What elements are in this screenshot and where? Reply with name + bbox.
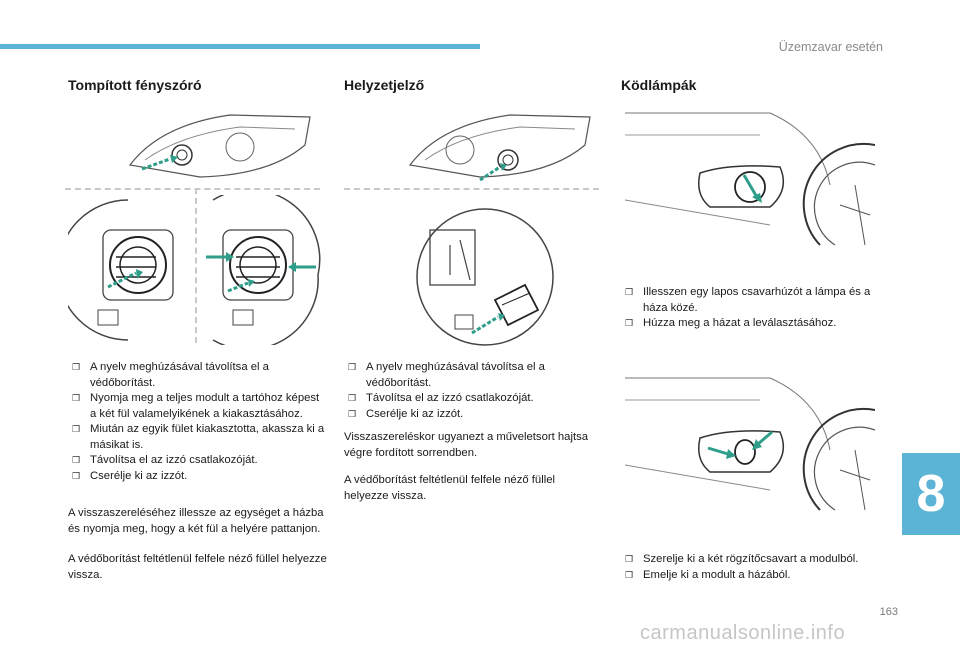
square-bullet-icon: ❒ <box>625 569 634 580</box>
divider <box>195 188 197 343</box>
reassembly-paragraph: Visszaszereléskor ugyanezt a műveletsort… <box>344 431 589 459</box>
square-bullet-icon: ❒ <box>72 424 81 434</box>
headlamp-illustration <box>128 114 311 178</box>
cover-paragraph: A védőborítást feltétlenül felfele néző … <box>68 553 327 581</box>
list-item: ❒Húzza meg a házat a leválasztásához. <box>621 316 881 332</box>
list-item: ❒A nyelv meghúzásával távolítsa el a véd… <box>348 361 545 389</box>
position-bulb-illustration <box>416 208 554 346</box>
divider <box>344 188 599 190</box>
page-number: 163 <box>879 606 898 618</box>
square-bullet-icon: ❒ <box>72 362 81 372</box>
square-bullet-icon: ❒ <box>72 455 81 465</box>
divider <box>65 188 320 190</box>
fog-lamp-steps-2: ❒Szerelje ki a két rögzítőcsavart a modu… <box>621 552 881 583</box>
list-item: ❒Nyomja meg a teljes modult a tartóhoz k… <box>72 392 320 420</box>
reassembly-paragraph: A visszaszereléséhez illessze az egysége… <box>68 507 324 535</box>
cover-paragraph: A védőborítást feltétlenül felfele néző … <box>344 474 556 502</box>
fog-lamp-illustration-2 <box>624 377 875 511</box>
fog-lamp-steps-1: ❒Illesszen egy lapos csavarhúzót a lámpa… <box>621 285 881 332</box>
list-item: ❒Emelje ki a modult a házából. <box>621 568 881 584</box>
list-item: ❒Miután az egyik fület kiakasztotta, aka… <box>72 423 325 451</box>
list-item: ❒Illesszen egy lapos csavarhúzót a lámpa… <box>625 286 871 314</box>
list-item: ❒Szerelje ki a két rögzítőcsavart a modu… <box>621 552 881 568</box>
accent-bar <box>0 44 480 49</box>
low-beam-steps: ❒A nyelv meghúzásával távolítsa el a véd… <box>68 360 328 484</box>
square-bullet-icon: ❒ <box>348 362 357 372</box>
square-bullet-icon: ❒ <box>72 393 81 403</box>
fog-lamp-illustration-1 <box>624 112 875 246</box>
list-item: ❒Cserélje ki az izzót. <box>68 469 328 485</box>
title-position-light: Helyzetjelző <box>344 77 425 93</box>
bulb-module-illustration-1 <box>68 199 174 341</box>
list-item: ❒Távolítsa el az izzó csatlakozóját. <box>344 391 599 407</box>
watermark: carmanualsonline.info <box>640 622 846 644</box>
bulb-module-illustration-2 <box>206 195 321 345</box>
square-bullet-icon: ❒ <box>625 554 634 564</box>
square-bullet-icon: ❒ <box>625 287 634 297</box>
list-item: ❒A nyelv meghúzásával távolítsa el a véd… <box>72 361 269 389</box>
list-item: ❒Távolítsa el az izzó csatlakozóját. <box>68 453 328 469</box>
square-bullet-icon: ❒ <box>72 470 81 481</box>
position-light-steps: ❒A nyelv meghúzásával távolítsa el a véd… <box>344 360 599 422</box>
title-low-beam: Tompított fényszóró <box>68 77 202 93</box>
list-item: ❒Cserélje ki az izzót. <box>344 407 599 423</box>
section-header: Üzemzavar esetén <box>778 40 883 54</box>
headlamp-illustration-position <box>408 114 591 182</box>
square-bullet-icon: ❒ <box>348 408 357 419</box>
title-fog-lamps: Ködlámpák <box>621 77 697 93</box>
square-bullet-icon: ❒ <box>348 393 357 403</box>
square-bullet-icon: ❒ <box>625 318 634 328</box>
chapter-tab: 8 <box>902 453 960 535</box>
